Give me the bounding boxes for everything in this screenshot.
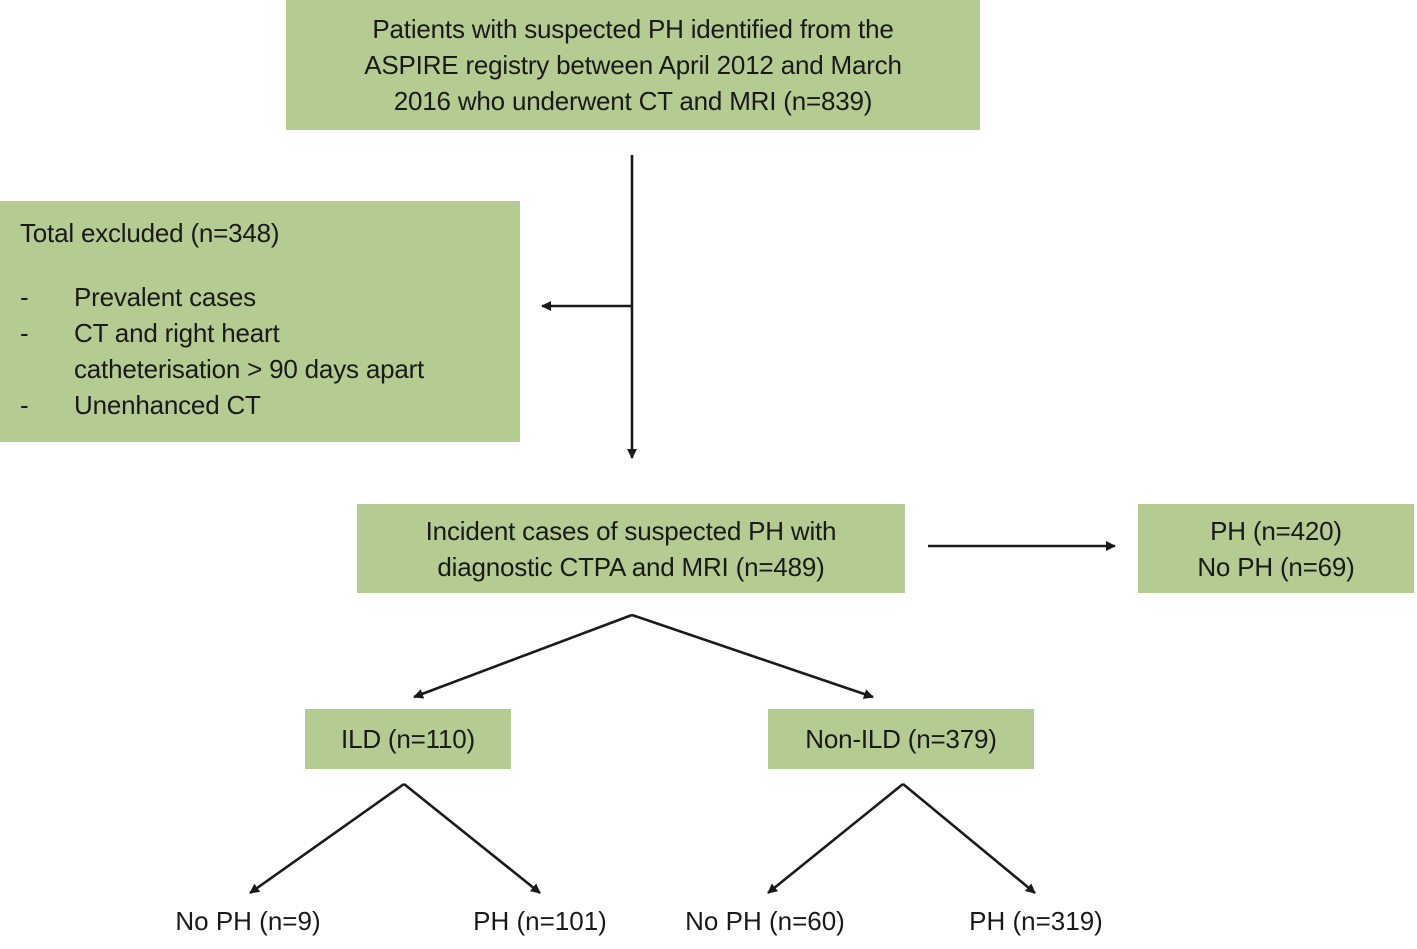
arrow-incident-to-ild [413,613,633,699]
bullet-dash: - [20,390,29,420]
excluded-item: - CT and right heart catheterisation > 9… [20,315,424,387]
excluded-item-line: CT and right heart [74,318,280,348]
ild-no-ph-leaf: No PH (n=9) [175,906,321,936]
excluded-box: Total excluded (n=348) - Prevalent cases… [0,201,520,442]
non-ild-label: Non-ILD (n=379) [805,724,997,754]
excluded-item-line: Unenhanced CT [74,390,261,420]
arrow-non-ild-to-no-ph [767,782,904,895]
bullet-dash: - [20,318,29,348]
cohort-line: 2016 who underwent CT and MRI (n=839) [393,86,873,116]
excluded-item: - Unenhanced CT [20,387,261,423]
non-ild-box: Non-ILD (n=379) [768,709,1034,769]
arrow-ild-to-no-ph [249,782,405,895]
ild-ph-leaf: PH (n=101) [473,906,607,936]
ph-total-box: PH (n=420) No PH (n=69) [1138,504,1414,593]
cohort-line: ASPIRE registry between April 2012 and M… [364,50,902,80]
cohort-box: Patients with suspected PH identified fr… [286,0,980,130]
non-ild-no-ph-leaf: No PH (n=60) [685,906,845,936]
incident-line: diagnostic CTPA and MRI (n=489) [437,551,825,582]
excluded-title: Total excluded (n=348) [20,218,280,248]
arrow-ild-to-ph [403,782,541,895]
excluded-item: - Prevalent cases [20,279,256,315]
arrow-non-ild-to-ph [902,782,1036,895]
ph-total-line: PH (n=420) [1210,515,1342,546]
incident-line: Incident cases of suspected PH with [425,515,837,546]
ild-box: ILD (n=110) [305,709,511,769]
excluded-item-line: Prevalent cases [74,282,256,312]
non-ild-ph-leaf: PH (n=319) [969,906,1103,936]
ild-label: ILD (n=110) [341,724,475,754]
ph-total-line: No PH (n=69) [1197,551,1355,582]
incident-box: Incident cases of suspected PH with diag… [357,504,905,593]
arrow-incident-to-non-ild [631,613,874,699]
excluded-item-line: catheterisation > 90 days apart [74,354,425,384]
bullet-dash: - [20,282,29,312]
cohort-line: Patients with suspected PH identified fr… [372,14,894,44]
